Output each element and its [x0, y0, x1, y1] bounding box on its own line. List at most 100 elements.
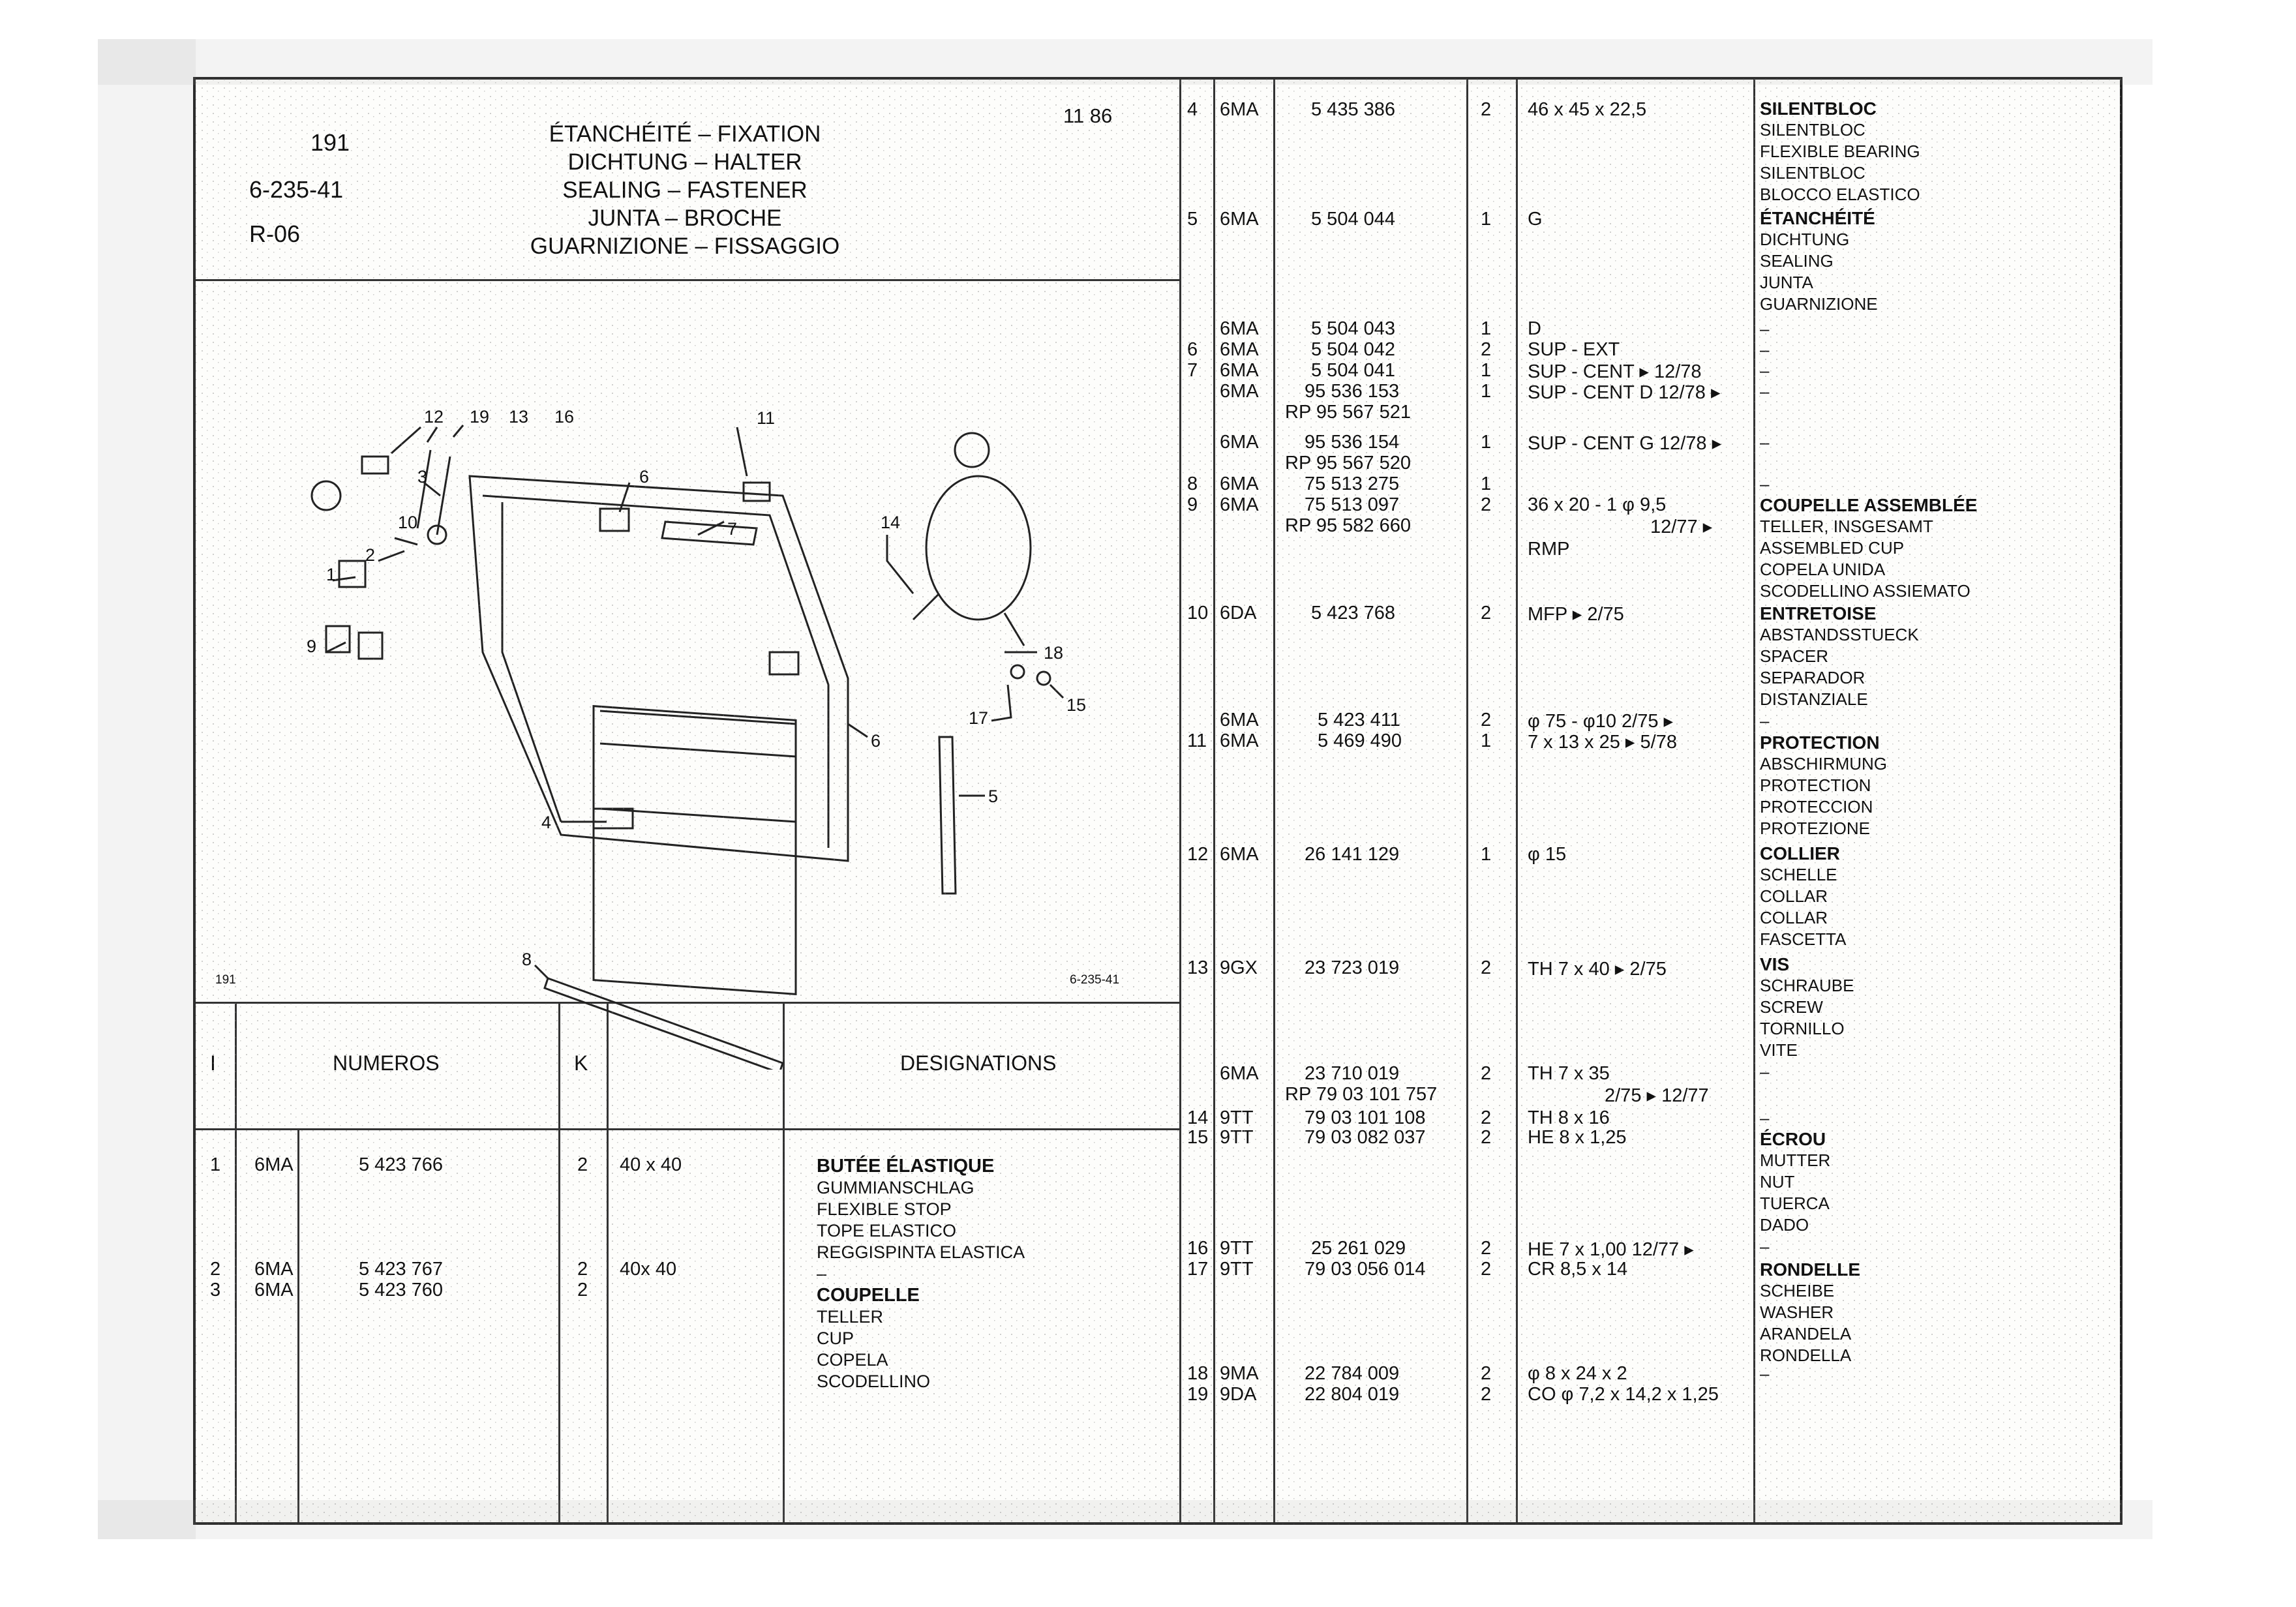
r11-dim: 7 x 13 x 25 ▸ 5/78 — [1528, 732, 1677, 753]
exploded-diagram: 12 19 13 16 11 3 6 10 2 7 14 1 9 18 6 15… — [307, 407, 1086, 1070]
header-k: K — [574, 1051, 588, 1075]
r11-num: 11 — [1187, 730, 1207, 751]
edition-date: 11 86 — [1063, 104, 1113, 127]
r7g-code: 6MA — [1220, 432, 1259, 453]
r7d-k: 1 — [1481, 381, 1492, 402]
r16-dim: HE 7 x 1,00 12/77 ▸ — [1528, 1239, 1694, 1260]
header-numeros: NUMEROS — [333, 1051, 440, 1075]
r7g-ref: 95 536 154 — [1305, 432, 1400, 453]
r13b-dim2: 2/75 ▸ 12/77 — [1605, 1085, 1709, 1106]
r14-num: 14 — [1187, 1107, 1209, 1128]
divider-code — [1273, 80, 1275, 1522]
r4-ref: 5 435 386 — [1311, 99, 1396, 120]
r17-code: 9TT — [1220, 1259, 1254, 1280]
callout-14: 14 — [881, 513, 900, 532]
callout-11: 11 — [757, 408, 775, 428]
header-designations: DESIGNATIONS — [900, 1051, 1057, 1075]
r9-k: 2 — [1481, 494, 1492, 515]
diagram-corner-left: 191 — [215, 973, 236, 987]
row1-dim: 40 x 40 — [620, 1154, 682, 1175]
r7-code: 6MA — [1220, 360, 1259, 381]
r7-dim: SUP - CENT ▸ 12/78 — [1528, 361, 1702, 382]
row2-code: 6MA — [254, 1259, 294, 1280]
r14-desc: – — [1760, 1108, 1770, 1128]
r9-rp: RP 95 582 660 — [1285, 515, 1411, 536]
r8-k: 1 — [1481, 473, 1492, 494]
silentbloc-shape — [592, 807, 634, 830]
r19-dim: CO φ 7,2 x 14,2 x 1,25 — [1528, 1384, 1719, 1405]
divider-num — [1213, 80, 1215, 1522]
r6-ref: 5 504 042 — [1311, 339, 1396, 360]
r19-num: 19 — [1187, 1384, 1209, 1405]
r5d-code: 6MA — [1220, 318, 1259, 339]
r12-num: 12 — [1187, 844, 1209, 865]
section-number: 191 — [310, 129, 350, 156]
callout-4: 4 — [541, 813, 551, 832]
r6-code: 6MA — [1220, 339, 1259, 360]
r17-dim: CR 8,5 x 14 — [1528, 1259, 1628, 1280]
r12-desc: COLLIER SCHELLE COLLAR COLLAR FASCETTA — [1760, 843, 1847, 949]
r7d-desc: – — [1760, 382, 1770, 401]
r5-ref: 5 504 044 — [1311, 209, 1396, 230]
group-number: 6-235-41 — [249, 176, 344, 203]
r9-dim2: 12/77 ▸ — [1650, 517, 1713, 537]
callout-15: 15 — [1066, 695, 1086, 715]
r5-desc: ÉTANCHÉITÉ DICHTUNG SEALING JUNTA GUARNI… — [1760, 208, 1878, 314]
r4-code: 6MA — [1220, 99, 1259, 120]
title-fr: ÉTANCHÉITÉ – FIXATION — [549, 121, 821, 147]
r6-k: 2 — [1481, 339, 1492, 360]
diagram-corner-right: 6-235-41 — [1070, 973, 1120, 987]
callout-12: 12 — [424, 407, 444, 427]
r4-k: 2 — [1481, 99, 1492, 120]
callout-6b: 6 — [871, 731, 881, 751]
r13-desc: VIS SCHRAUBE SCREW TORNILLO VITE – — [1760, 954, 1854, 1081]
r9-dim: 36 x 20 - 1 φ 9,5 — [1528, 494, 1667, 515]
r13b-dim: TH 7 x 35 — [1528, 1063, 1610, 1084]
r18-dim: φ 8 x 24 x 2 — [1528, 1363, 1627, 1384]
r13b-rp: RP 79 03 101 757 — [1285, 1084, 1438, 1105]
r13b-k: 2 — [1481, 1063, 1492, 1084]
r17-desc: RONDELLE SCHEIBE WASHER ARANDELA RONDELL… — [1760, 1259, 1860, 1365]
table-head-rule — [196, 1128, 1179, 1130]
r12-ref: 26 141 129 — [1305, 844, 1400, 865]
r12-k: 1 — [1481, 844, 1492, 865]
r4-num: 4 — [1187, 99, 1198, 120]
r11-k: 1 — [1481, 730, 1492, 751]
r10-k: 2 — [1481, 603, 1492, 623]
left-col-ref — [558, 1002, 560, 1522]
r16-code: 9TT — [1220, 1238, 1254, 1259]
r10-num: 10 — [1187, 603, 1209, 623]
left-col-code — [297, 1128, 299, 1522]
r5d-dim: D — [1528, 318, 1541, 339]
title-es: JUNTA – BROCHE — [588, 205, 782, 231]
r5d-ref: 5 504 043 — [1311, 318, 1396, 339]
r15-num: 15 — [1187, 1127, 1209, 1148]
r18-ref: 22 784 009 — [1305, 1363, 1400, 1384]
row1-ref: 5 423 766 — [359, 1154, 444, 1175]
r11-code: 6MA — [1220, 730, 1259, 751]
seal-7-shape — [661, 520, 758, 546]
title-en: SEALING – FASTENER — [562, 177, 808, 203]
divider-main — [1179, 80, 1181, 1522]
r13-num: 13 — [1187, 957, 1209, 978]
left-col-k — [607, 1002, 609, 1522]
row3-item: 3 — [210, 1280, 221, 1300]
divider-k — [1516, 80, 1518, 1522]
callout-1: 1 — [326, 565, 336, 584]
r12-code: 6MA — [1220, 844, 1259, 865]
callout-9: 9 — [307, 637, 316, 656]
r8-code: 6MA — [1220, 473, 1259, 494]
callout-8: 8 — [522, 950, 532, 969]
r10b-ref: 5 423 411 — [1318, 710, 1400, 730]
callout-19: 19 — [470, 407, 489, 427]
r9-num: 9 — [1187, 494, 1198, 515]
row1-item: 1 — [210, 1154, 221, 1175]
r9-ref: 75 513 097 — [1305, 494, 1400, 515]
r7g-k: 1 — [1481, 432, 1492, 453]
r15-dim: HE 8 x 1,25 — [1528, 1127, 1627, 1148]
left-col-item — [235, 1002, 237, 1522]
r7d-rp: RP 95 567 521 — [1285, 402, 1411, 423]
r9-code: 6MA — [1220, 494, 1259, 515]
r18-k: 2 — [1481, 1363, 1492, 1384]
r18-desc: – — [1760, 1364, 1770, 1383]
